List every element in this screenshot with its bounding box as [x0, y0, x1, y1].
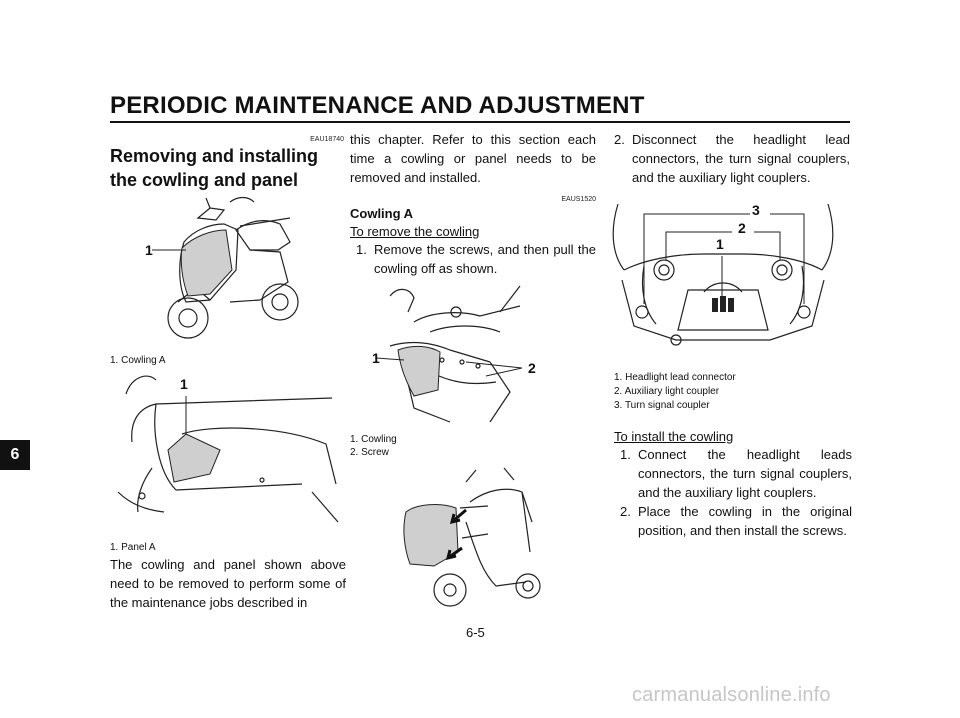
panel-a-figure: [117, 375, 339, 523]
step-number: 1.: [620, 447, 631, 462]
cowling-screws-figure: [375, 285, 523, 423]
header-rule: [110, 121, 850, 123]
remove-step-2: 2. Disconnect the headlight lead connect…: [614, 130, 850, 187]
subsection-title: Cowling A: [350, 206, 414, 221]
fig2-callout: 1: [180, 376, 188, 392]
watermark: carmanualsonline.info: [632, 684, 831, 706]
step-number: 1.: [356, 242, 367, 257]
intro-paragraph-continued: this chapter. Refer to this section each…: [350, 132, 596, 185]
cowling-removal-figure: [403, 467, 541, 607]
fig1-caption: 1. Cowling A: [110, 355, 166, 366]
chapter-tab: 6: [0, 440, 30, 470]
fig3-caption-2: 2. Screw: [350, 447, 389, 458]
fig4-callout-2: 2: [738, 220, 746, 236]
page-number: 6-5: [466, 625, 485, 640]
step-text: Place the cowling in the original positi…: [638, 504, 852, 538]
headlight-connectors-figure: [612, 203, 834, 346]
fig3-callout-2: 2: [528, 360, 536, 376]
remove-step-1: 1. Remove the screws, and then pull the …: [356, 240, 596, 278]
fig4-caption-1: 1. Headlight lead connector: [614, 372, 736, 383]
fig3-callout-1: 1: [372, 350, 380, 366]
fig4-caption-3: 3. Turn signal coupler: [614, 400, 710, 411]
subsection-code: EAUS1520: [561, 196, 596, 203]
install-step-1: 1. Connect the headlight leads connector…: [620, 445, 852, 502]
fig3-caption-1: 1. Cowling: [350, 434, 397, 445]
fig4-callout-1: 1: [716, 236, 724, 252]
install-step-2: 2. Place the cowling in the original pos…: [620, 502, 852, 540]
cowling-a-figure: [152, 196, 299, 339]
step-text: Disconnect the headlight lead connectors…: [632, 132, 850, 185]
fig1-callout: 1: [145, 242, 153, 258]
intro-paragraph: The cowling and panel shown above need t…: [110, 557, 346, 610]
fig2-caption: 1. Panel A: [110, 542, 156, 553]
fig4-callout-3: 3: [752, 202, 760, 218]
step-text: Remove the screws, and then pull the cow…: [374, 242, 596, 276]
install-heading: To install the cowling: [614, 429, 734, 444]
remove-heading: To remove the cowling: [350, 224, 480, 239]
step-number: 2.: [614, 132, 625, 147]
step-text: Connect the headlight leads connectors, …: [638, 447, 852, 500]
section-title: Removing and installing the cowling and …: [110, 146, 319, 190]
section-code: EAU18740: [310, 136, 344, 143]
page-header-title: PERIODIC MAINTENANCE AND ADJUSTMENT: [110, 92, 645, 119]
step-number: 2.: [620, 504, 631, 519]
fig4-caption-2: 2. Auxiliary light coupler: [614, 386, 720, 397]
